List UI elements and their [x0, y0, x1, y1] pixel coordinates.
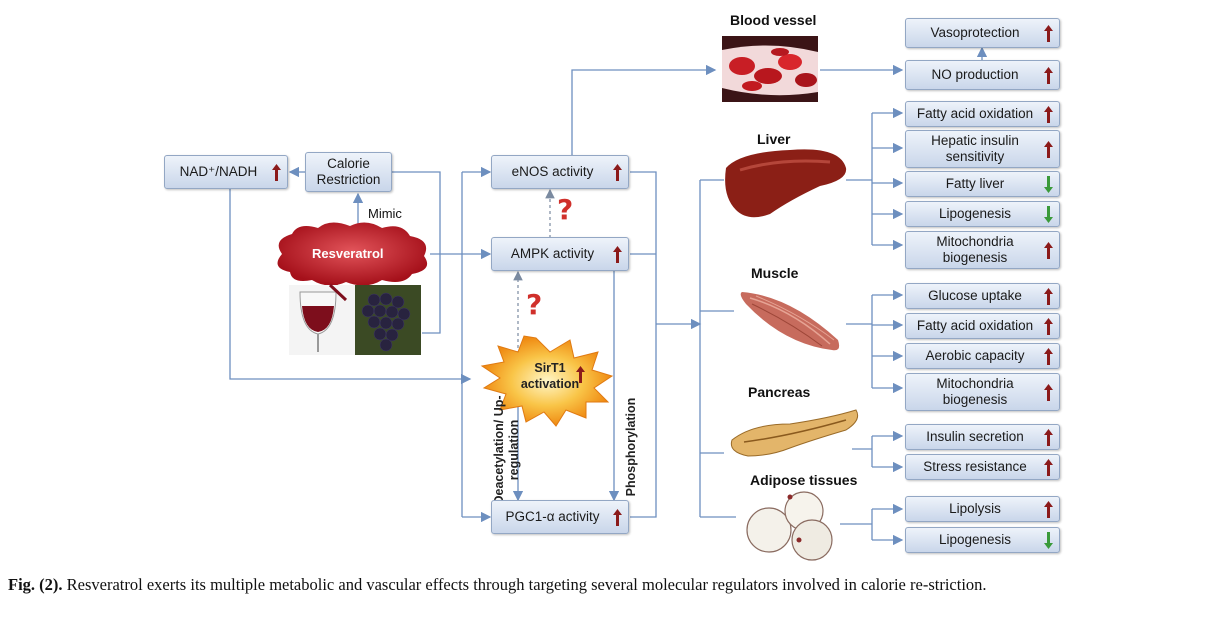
- liver-image: [725, 149, 847, 218]
- muscle-mito-label: Mitochondria biogenesis: [936, 376, 1014, 407]
- enos-activity-label: eNOS activity: [511, 164, 594, 179]
- no-production-box: NO production: [905, 60, 1060, 90]
- lipolysis-label: Lipolysis: [949, 501, 1001, 516]
- insulin-secretion-label: Insulin secretion: [926, 429, 1024, 444]
- resveratrol-label: Resveratrol: [312, 246, 384, 261]
- adipose-title: Adipose tissues: [750, 472, 858, 488]
- up-arrow-icon: [1044, 383, 1053, 401]
- up-arrow-icon: [1044, 347, 1053, 365]
- down-arrow-icon: [1044, 531, 1053, 549]
- up-arrow-icon: [1044, 458, 1053, 476]
- hepatic-insulin-label: Hepatic insulin sensitivity: [931, 133, 1019, 164]
- calorie-restriction-label: Calorie Restriction: [316, 156, 381, 187]
- down-arrow-icon: [1044, 175, 1053, 193]
- vasoprotection-box: Vasoprotection: [905, 18, 1060, 48]
- adipose-lipogenesis-box: Lipogenesis: [905, 527, 1060, 553]
- muscle-fao-label: Fatty acid oxidation: [916, 318, 1034, 333]
- aerobic-capacity-label: Aerobic capacity: [925, 348, 1025, 363]
- liver-fao-label: Fatty acid oxidation: [916, 106, 1034, 121]
- glucose-uptake-box: Glucose uptake: [905, 283, 1060, 309]
- liver-lipogenesis-box: Lipogenesis: [905, 201, 1060, 227]
- pancreas-title: Pancreas: [748, 384, 811, 400]
- stress-resistance-box: Stress resistance: [905, 454, 1060, 480]
- sirt1-label: SirT1 activation: [520, 361, 580, 391]
- question-mark-ampk: ?: [526, 288, 543, 321]
- nad-nadh-label: NAD⁺/NADH: [179, 164, 258, 179]
- fatty-liver-label: Fatty liver: [945, 176, 1005, 191]
- up-arrow-icon: [1044, 241, 1053, 259]
- adipose-lipogenesis-label: Lipogenesis: [938, 532, 1012, 547]
- hepatic-insulin-box: Hepatic insulin sensitivity: [905, 130, 1060, 168]
- muscle-title: Muscle: [751, 265, 799, 281]
- lipolysis-box: Lipolysis: [905, 496, 1060, 522]
- liver-title: Liver: [757, 131, 791, 147]
- liver-fatty-acid-oxidation-box: Fatty acid oxidation: [905, 101, 1060, 127]
- calorie-restriction-box: Calorie Restriction: [305, 152, 392, 192]
- enos-activity-box: eNOS activity: [491, 155, 629, 189]
- up-arrow-icon: [1044, 500, 1053, 518]
- figure-caption-text: Resveratrol exerts its multiple metaboli…: [66, 575, 987, 594]
- up-arrow-icon: [272, 163, 281, 181]
- stress-resistance-label: Stress resistance: [923, 459, 1027, 474]
- aerobic-capacity-box: Aerobic capacity: [905, 343, 1060, 369]
- up-arrow-icon: [1044, 317, 1053, 335]
- mimic-label: Mimic: [368, 206, 402, 221]
- pancreas-image: [730, 409, 859, 457]
- pgc1-activity-box: PGC1-α activity: [491, 500, 629, 534]
- down-arrow-icon: [1044, 205, 1053, 223]
- nad-nadh-box: NAD⁺/NADH: [164, 155, 288, 189]
- ampk-activity-label: AMPK activity: [510, 246, 595, 261]
- up-arrow-icon: [613, 508, 622, 526]
- muscle-image: [740, 292, 840, 351]
- up-arrow-icon: [613, 163, 622, 181]
- up-arrow-icon: [1044, 24, 1053, 42]
- insulin-secretion-box: Insulin secretion: [905, 424, 1060, 450]
- up-arrow-icon: [1044, 428, 1053, 446]
- up-arrow-icon: [1044, 66, 1053, 84]
- liver-mitochondria-box: Mitochondria biogenesis: [905, 231, 1060, 269]
- sirt1-star-shape: [480, 335, 614, 427]
- blood-vessel-title: Blood vessel: [730, 12, 817, 28]
- up-arrow-icon: [576, 366, 585, 383]
- no-production-label: NO production: [931, 67, 1019, 82]
- wine-grapes-photo: [289, 283, 421, 355]
- fatty-liver-box: Fatty liver: [905, 171, 1060, 197]
- adipose-image: [746, 491, 833, 561]
- figure-caption-label: Fig. (2).: [8, 575, 63, 594]
- question-mark-enos: ?: [557, 193, 574, 226]
- pgc1-activity-label: PGC1-α activity: [505, 509, 600, 524]
- up-arrow-icon: [1044, 287, 1053, 305]
- deacetylation-label: Deacetylation/ Up-regulation: [492, 395, 521, 505]
- phosphorylation-label: Phosphorylation: [624, 397, 638, 497]
- vasoprotection-label: Vasoprotection: [930, 25, 1020, 40]
- blood-vessel-image: [722, 36, 818, 102]
- figure-caption: Fig. (2). Resveratrol exerts its multipl…: [8, 573, 1218, 596]
- up-arrow-icon: [1044, 105, 1053, 123]
- muscle-mitochondria-box: Mitochondria biogenesis: [905, 373, 1060, 411]
- glucose-uptake-label: Glucose uptake: [928, 288, 1022, 303]
- ampk-activity-box: AMPK activity: [491, 237, 629, 271]
- up-arrow-icon: [1044, 140, 1053, 158]
- liver-lipogenesis-label: Lipogenesis: [938, 206, 1012, 221]
- muscle-fatty-acid-oxidation-box: Fatty acid oxidation: [905, 313, 1060, 339]
- liver-mito-label: Mitochondria biogenesis: [936, 234, 1014, 265]
- up-arrow-icon: [613, 245, 622, 263]
